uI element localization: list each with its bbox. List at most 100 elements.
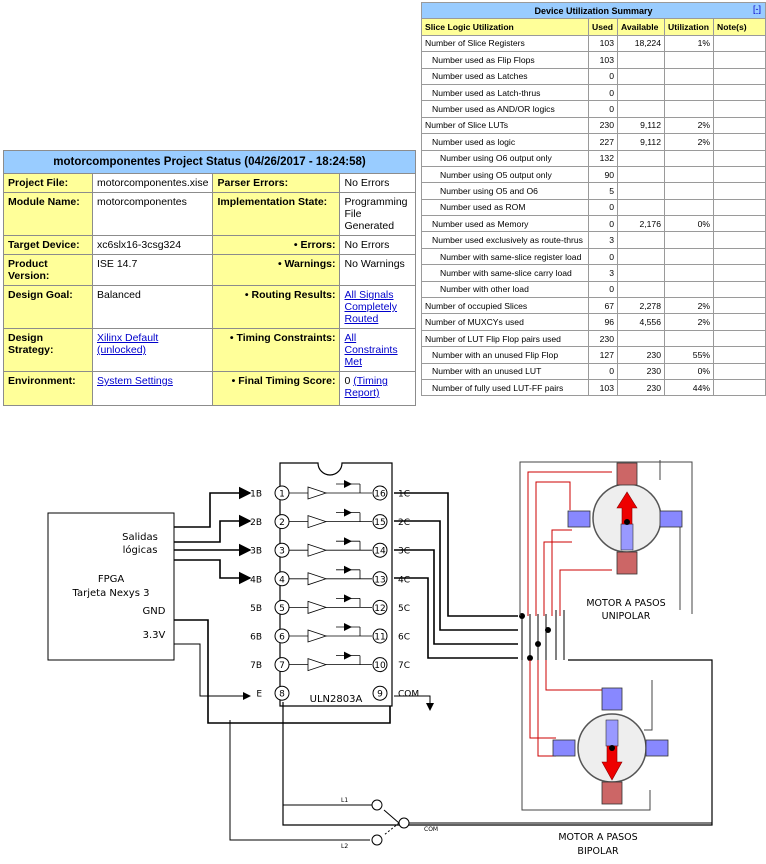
chip-pin-left: [274, 685, 290, 701]
utilization-row-notes: [713, 280, 766, 299]
utilization-row-used: 67: [588, 297, 618, 315]
utilization-row-name: Number with other load: [421, 280, 589, 299]
utilization-row-utilization: 2%: [664, 297, 714, 315]
utilization-row-used: 5: [588, 182, 618, 200]
utilization-row-name: Number with same-slice carry load: [421, 264, 589, 282]
utilization-row-notes: [713, 231, 766, 249]
label-module-name: Module Name:: [3, 192, 93, 236]
fpga-board: Tarjeta Nexys 3: [72, 588, 150, 599]
utilization-row-name: Number used as Latches: [421, 67, 589, 85]
chip-pin-number: 10: [374, 661, 386, 671]
utilization-row-utilization: [664, 198, 714, 217]
utilization-row-used: 230: [588, 116, 618, 135]
project-status-title: motorcomponentes Project Status (04/26/2…: [3, 150, 416, 174]
utilization-row-used: 0: [588, 83, 618, 102]
chip-pin-label: 6C: [398, 633, 410, 643]
utilization-row-notes: [713, 100, 766, 118]
utilization-row-name: Number using O5 output only: [421, 165, 589, 184]
design-strategy-link[interactable]: Xilinx Default (unlocked): [97, 332, 159, 356]
switch-com-label: COM: [424, 826, 438, 833]
col-header-notes: Note(s): [713, 18, 766, 36]
utilization-row-available: [617, 198, 665, 217]
chip-pin-number: 6: [279, 633, 285, 643]
utilization-row-notes: [713, 264, 766, 282]
utilization-row-name: Number of Slice LUTs: [421, 116, 589, 135]
timing-report-link[interactable]: (Timing Report): [344, 375, 388, 399]
utilization-row-name: Number with an unused Flip Flop: [421, 346, 589, 364]
utilization-row-name: Number of occupied Slices: [421, 297, 589, 315]
value-module-name: motorcomponentes: [91, 192, 214, 236]
value-design-goal: Balanced: [91, 285, 214, 329]
unipolar-motor: MOTOR A PASOS UNIPOLAR: [519, 460, 693, 622]
chip-pin-label: 5B: [250, 604, 262, 614]
label-environment: Environment:: [3, 371, 93, 406]
value-errors: No Errors: [339, 235, 416, 255]
collapse-link[interactable]: [-]: [753, 4, 761, 14]
utilization-row-available: 230: [617, 362, 665, 380]
utilization-row-notes: [713, 313, 766, 331]
utilization-row-utilization: [664, 165, 714, 184]
project-status-table: motorcomponentes Project Status (04/26/2…: [3, 150, 416, 406]
utilization-row-name: Number with an unused LUT: [421, 362, 589, 380]
utilization-row-name: Number using O6 output only: [421, 149, 589, 167]
chip-pin-number: 8: [279, 690, 285, 700]
utilization-row-available: 230: [617, 346, 665, 364]
routing-results-link[interactable]: All Signals Completely Routed: [344, 289, 398, 325]
utilization-row-name: Number with same-slice register load: [421, 247, 589, 266]
timing-constraints-link[interactable]: All Constraints Met: [344, 332, 398, 368]
fpga-outputs-label-2: lógicas: [123, 544, 158, 556]
utilization-row-notes: [713, 67, 766, 85]
utilization-row-used: 0: [588, 198, 618, 217]
label-project-file: Project File:: [3, 173, 93, 193]
utilization-row-used: 132: [588, 149, 618, 167]
utilization-row-used: 3: [588, 264, 618, 282]
utilization-row-utilization: 0%: [664, 362, 714, 380]
utilization-row-used: 103: [588, 378, 618, 397]
utilization-row-name: Number used as logic: [421, 133, 589, 151]
utilization-row-used: 90: [588, 165, 618, 184]
chip-pin-number: 12: [374, 604, 385, 614]
utilization-row-utilization: 0%: [664, 215, 714, 233]
utilization-row-used: 0: [588, 280, 618, 299]
chip-pin-label: 5C: [398, 604, 410, 614]
value-target-device: xc6slx16-3csg324: [91, 235, 214, 255]
utilization-row-available: [617, 182, 665, 200]
utilization-row-available: [617, 231, 665, 249]
chip-pin-label: 1C: [398, 490, 410, 500]
utilization-row-utilization: 2%: [664, 313, 714, 331]
chip-pin-number: 13: [374, 575, 385, 585]
chip-pin-label: 4B: [250, 575, 262, 585]
utilization-row-available: 9,112: [617, 133, 665, 151]
utilization-row-name: Number of Slice Registers: [421, 34, 589, 53]
chip-pin-label: 2C: [398, 518, 410, 528]
utilization-row-name: Number used exclusively as route-thrus: [421, 231, 589, 249]
switch-l2-label: L2: [341, 843, 348, 850]
utilization-row-utilization: [664, 182, 714, 200]
label-final-timing-score: • Final Timing Score:: [212, 371, 341, 406]
utilization-row-available: [617, 280, 665, 299]
label-timing-constraints: • Timing Constraints:: [212, 328, 341, 372]
value-final-timing-score: 0: [344, 375, 354, 387]
utilization-row-used: 127: [588, 346, 618, 364]
utilization-row-name: Number used as ROM: [421, 198, 589, 217]
utilization-row-utilization: [664, 280, 714, 299]
utilization-row-available: 2,176: [617, 215, 665, 233]
environment-link[interactable]: System Settings: [97, 375, 173, 387]
utilization-row-available: [617, 264, 665, 282]
device-utilization-panel: Device Utilization Summary[-] Slice Logi…: [421, 2, 766, 398]
utilization-row-utilization: [664, 83, 714, 102]
utilization-row-notes: [713, 362, 766, 380]
chip-pin-label: 2B: [250, 518, 262, 528]
utilization-row-available: [617, 100, 665, 118]
label-target-device: Target Device:: [3, 235, 93, 255]
